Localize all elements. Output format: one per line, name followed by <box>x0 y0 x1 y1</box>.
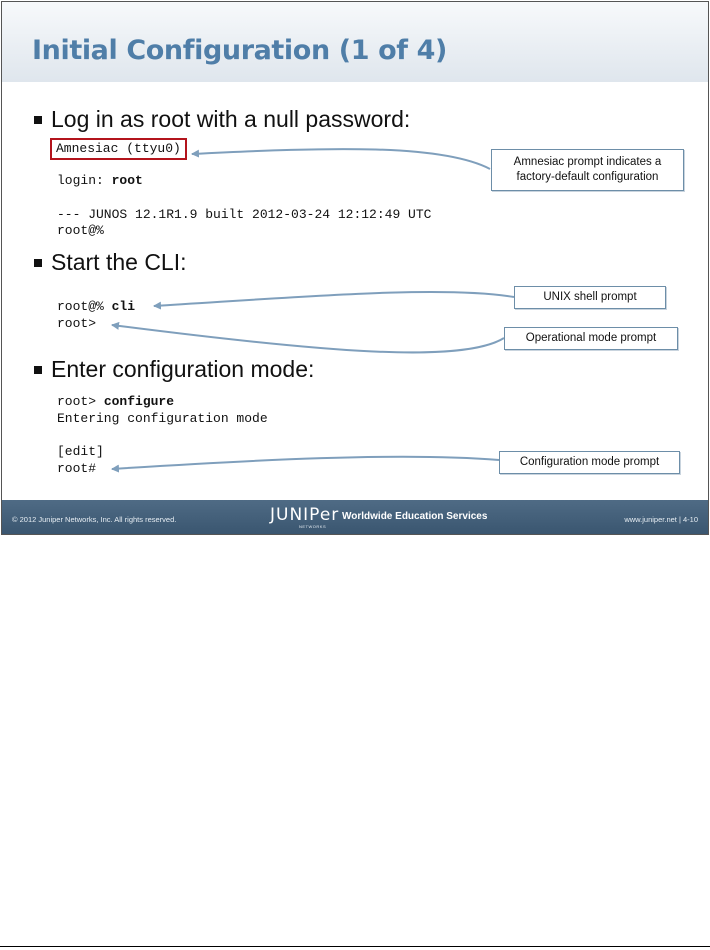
juniper-logo-icon: JUNIPer <box>270 505 340 525</box>
footer-copyright: © 2012 Juniper Networks, Inc. All rights… <box>12 515 177 524</box>
bullet-text: Log in as root with a null password: <box>51 106 411 132</box>
callout-operational-mode: Operational mode prompt <box>504 327 678 350</box>
square-bullet-icon <box>34 365 42 374</box>
login-user: root <box>111 173 143 188</box>
arrow-unix <box>153 290 515 310</box>
callout-amnesiac: Amnesiac prompt indicates a factory-defa… <box>491 149 684 191</box>
operational-prompt-line: root> <box>57 316 97 331</box>
arrow-amnesiac <box>191 148 491 170</box>
configure-command: configure <box>103 394 175 409</box>
bullet-configuration-mode: Enter configuration mode: <box>34 356 314 383</box>
cli-command: cli <box>111 299 136 314</box>
configure-prefix: root> <box>57 394 104 409</box>
callout-amnesiac-line2: factory-default configuration <box>516 171 659 183</box>
bullet-text: Start the CLI: <box>51 249 187 275</box>
bullet-text: Enter configuration mode: <box>51 356 315 382</box>
cli-prefix: root@% <box>57 299 112 314</box>
bullet-login: Log in as root with a null password: <box>34 106 410 133</box>
callout-amnesiac-line1: Amnesiac prompt indicates a <box>513 156 662 168</box>
arrow-operational <box>111 321 505 354</box>
callout-unix-shell: UNIX shell prompt <box>514 286 666 309</box>
junos-banner: --- JUNOS 12.1R1.9 built 2012-03-24 12:1… <box>57 207 432 222</box>
slide-footer: © 2012 Juniper Networks, Inc. All rights… <box>2 500 708 534</box>
title-band: Initial Configuration (1 of 4) <box>2 2 708 82</box>
entering-config-line: Entering configuration mode <box>57 411 268 426</box>
bullet-start-cli: Start the CLI: <box>34 249 187 276</box>
config-prompt-line: root# <box>57 461 97 476</box>
square-bullet-icon <box>34 258 42 267</box>
slide-title: Initial Configuration (1 of 4) <box>32 35 447 66</box>
login-line: login: root <box>57 173 143 189</box>
footer-services: Worldwide Education Services <box>342 511 488 522</box>
shell-prompt-line: root@% <box>57 223 104 238</box>
page-bottom-rule <box>0 946 710 947</box>
slide: Initial Configuration (1 of 4) Log in as… <box>1 1 709 535</box>
juniper-logo-subtext: NETWORKS <box>299 524 327 529</box>
square-bullet-icon <box>34 115 42 124</box>
arrow-configuration <box>111 455 500 473</box>
edit-line: [edit] <box>57 444 104 459</box>
footer-url-page: www.juniper.net | 4-10 <box>624 515 698 524</box>
amnesiac-prompt: Amnesiac (ttyu0) <box>50 138 187 160</box>
callout-configuration-mode: Configuration mode prompt <box>499 451 680 474</box>
login-label: login: <box>57 173 112 188</box>
configure-command-line: root> configure <box>57 394 174 410</box>
cli-command-line: root@% cli <box>57 299 135 315</box>
